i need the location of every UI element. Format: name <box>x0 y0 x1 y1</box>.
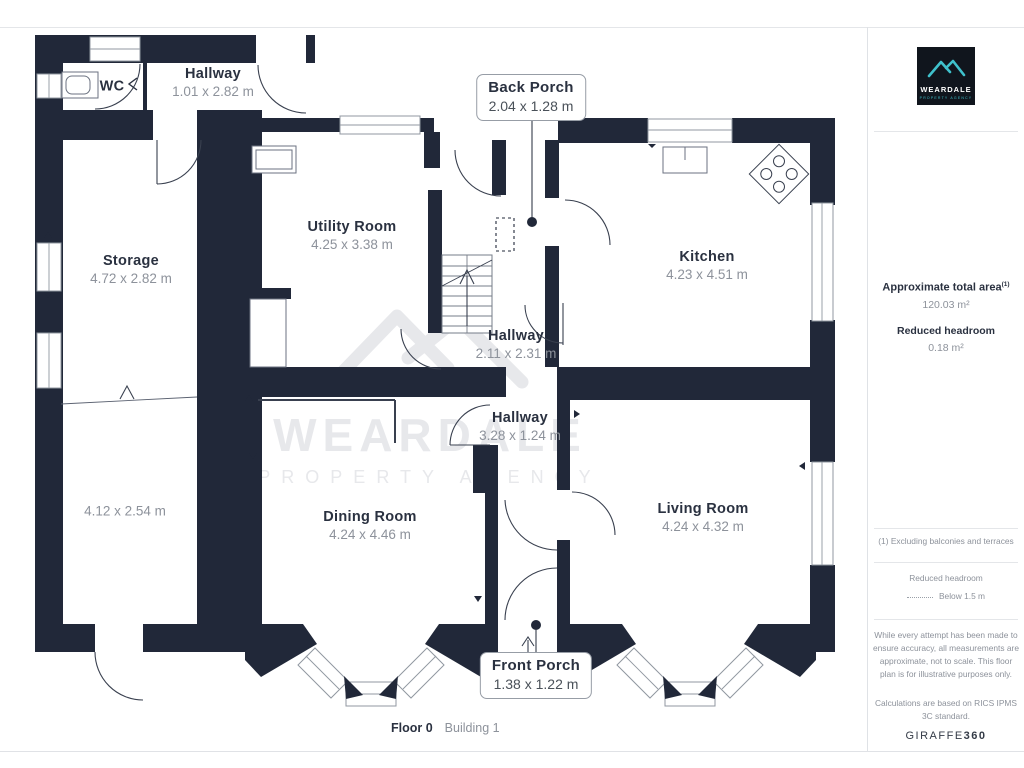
watermark-subtext: PROPERTY AGENCY <box>258 467 601 487</box>
floor-number: Floor 0 <box>391 721 433 735</box>
reduced-headroom-title: Reduced headroom <box>896 324 996 337</box>
legend-value: Below 1.5 m <box>938 591 986 601</box>
logo-brand-text: WEARDALE <box>920 85 972 94</box>
entry-arrow-icon <box>521 636 535 654</box>
sidebar-divider-2 <box>874 528 1018 529</box>
top-divider <box>0 27 1024 28</box>
door-gaps <box>95 35 306 652</box>
building-number: Building 1 <box>444 721 500 735</box>
doors-layer <box>94 63 616 701</box>
sidebar-divider-1 <box>874 131 1018 132</box>
fixtures-layer <box>61 71 810 368</box>
windows-layer <box>36 36 834 566</box>
floor-label: Floor 0 Building 1 <box>391 721 500 735</box>
total-area-value: 120.03 m² <box>922 298 970 311</box>
legend-row: Below 1.5 m <box>872 591 1020 601</box>
legend-title: Reduced headroom <box>909 573 983 583</box>
tick-marks <box>44 144 805 602</box>
disclaimer-text: While every attempt has been made to ens… <box>872 630 1019 680</box>
area-summary: Approximate total area(1) 120.03 m² Redu… <box>868 281 1024 354</box>
giraffe360-brand: GIRAFFE360 <box>905 730 987 742</box>
info-sidebar: WEARDALE PROPERTY AGENCY Approximate tot… <box>868 0 1024 768</box>
standard-text: Calculations are based on RICS IPMS 3C s… <box>875 698 1017 722</box>
sidebar-divider <box>867 27 868 751</box>
area-footnote: (1) Excluding balconies and terraces <box>878 536 1014 546</box>
agency-logo: WEARDALE PROPERTY AGENCY <box>917 47 975 105</box>
dotted-line-icon <box>906 596 933 598</box>
living-bay-window <box>563 623 817 707</box>
floor-plan-svg: WEARDALE PROPERTY AGENCY <box>35 35 835 707</box>
reduced-headroom-value: 0.18 m² <box>928 341 964 354</box>
sidebar-divider-4 <box>874 619 1018 620</box>
height-change-arrow-icon <box>119 384 135 400</box>
washing-machine-icon <box>251 145 297 174</box>
mountain-icon <box>927 59 966 78</box>
callout-front-porch: Front Porch 1.38 x 1.22 m <box>479 652 593 699</box>
total-area-title: Approximate total area(1) <box>882 281 1010 294</box>
hob-icon <box>748 143 810 205</box>
wc-sink-icon <box>61 71 99 99</box>
reduced-headroom-area <box>495 217 515 252</box>
dining-bay-window <box>244 623 498 707</box>
watermark: WEARDALE PROPERTY AGENCY <box>258 309 601 487</box>
sidebar-divider-3 <box>874 562 1018 563</box>
room-label-storage-lower: 4.12 x 2.54 m <box>84 503 166 519</box>
callout-pointers <box>119 112 541 654</box>
utility-cupboard-icon <box>249 298 287 368</box>
logo-tagline-text: PROPERTY AGENCY <box>919 95 973 100</box>
staircase <box>441 254 493 334</box>
watermark-text: WEARDALE <box>273 409 587 461</box>
room-label-wc: WC <box>99 78 125 95</box>
callout-back-porch: Back Porch 2.04 x 1.28 m <box>476 74 586 121</box>
bottom-divider <box>0 751 1024 752</box>
kitchen-sink-icon <box>662 146 708 174</box>
